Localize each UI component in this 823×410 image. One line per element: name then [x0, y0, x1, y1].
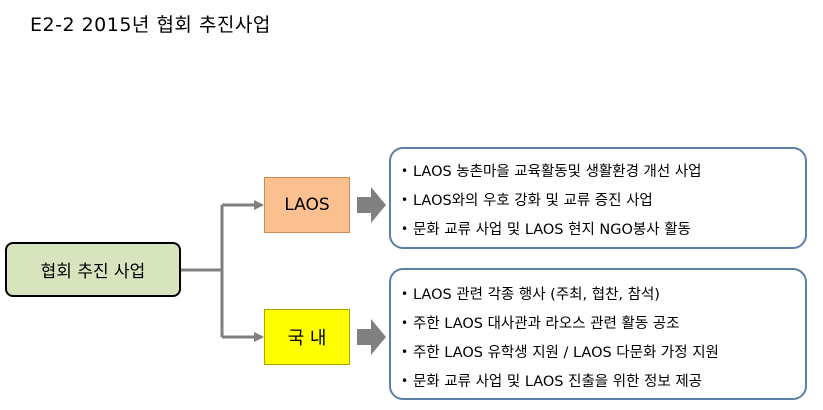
bullet-icon: • [401, 315, 409, 330]
bullet-icon: • [401, 163, 409, 178]
domestic-activities-panel: • LAOS 관련 각종 행사 (주최, 협찬, 참석) • 주한 LAOS 대… [389, 268, 807, 400]
page-title: E2-2 2015년 협회 추진사업 [30, 14, 271, 36]
list-item: • 문화 교류 사업 및 LAOS 현지 NGO봉사 활동 [401, 214, 805, 243]
list-item-text: LAOS와의 우호 강화 및 교류 증진 사업 [413, 193, 653, 209]
block-arrow-domestic [357, 319, 386, 355]
laos-activities-panel: • LAOS 농촌마을 교육활동및 생활환경 개선 사업 • LAOS와의 우호… [389, 147, 807, 249]
laos-node: LAOS [264, 177, 350, 233]
root-node-label: 협회 추진 사업 [40, 262, 146, 282]
list-item-text: 주한 LAOS 유학생 지원 / LAOS 다문화 가정 지원 [413, 345, 719, 361]
list-item: • LAOS 관련 각종 행사 (주최, 협찬, 참석) [401, 279, 805, 308]
list-item: • 문화 교류 사업 및 LAOS 진출을 위한 정보 제공 [401, 366, 805, 395]
list-item: • LAOS 농촌마을 교육활동및 생활환경 개선 사업 [401, 156, 805, 185]
root-node: 협회 추진 사업 [5, 242, 181, 297]
domestic-node: 국 내 [264, 309, 350, 365]
bullet-icon: • [401, 373, 409, 388]
list-item-text: 문화 교류 사업 및 LAOS 진출을 위한 정보 제공 [413, 374, 703, 390]
list-item-text: 문화 교류 사업 및 LAOS 현지 NGO봉사 활동 [413, 222, 691, 238]
list-item-text: 주한 LAOS 대사관과 라오스 관련 활동 공조 [413, 316, 680, 332]
bullet-icon: • [401, 192, 409, 207]
laos-node-label: LAOS [284, 195, 330, 215]
bullet-icon: • [401, 344, 409, 359]
list-item: • 주한 LAOS 유학생 지원 / LAOS 다문화 가정 지원 [401, 337, 805, 366]
block-arrow-laos [357, 187, 386, 223]
list-item: • 주한 LAOS 대사관과 라오스 관련 활동 공조 [401, 308, 805, 337]
list-item-text: LAOS 관련 각종 행사 (주최, 협찬, 참석) [413, 287, 660, 303]
list-item: • LAOS와의 우호 강화 및 교류 증진 사업 [401, 185, 805, 214]
list-item-text: LAOS 농촌마을 교육활동및 생활환경 개선 사업 [413, 164, 702, 180]
bullet-icon: • [401, 221, 409, 236]
bullet-icon: • [401, 286, 409, 301]
domestic-node-label: 국 내 [287, 328, 327, 349]
